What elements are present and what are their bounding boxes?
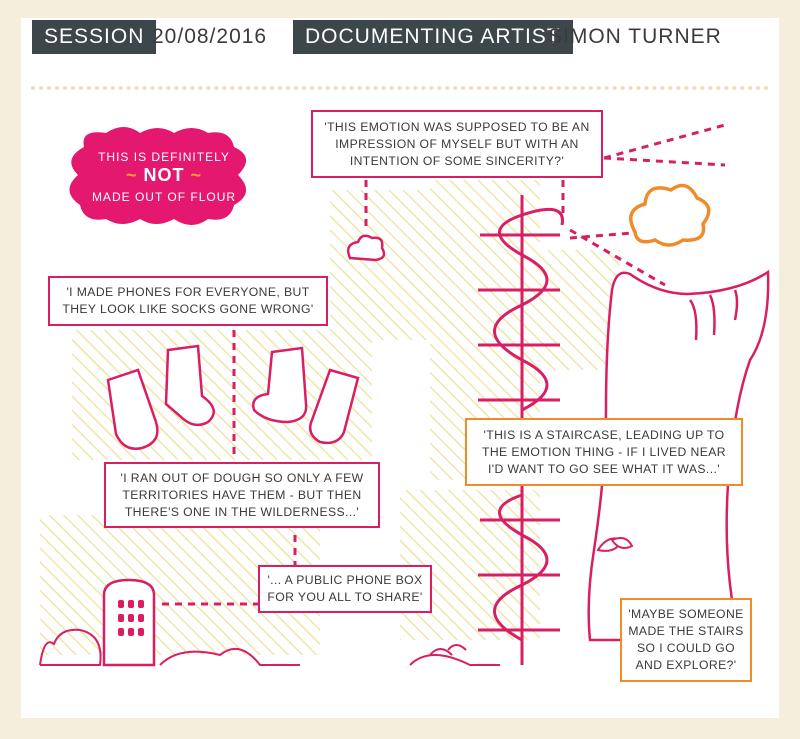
quote-phonebox: '... A PUBLIC PHONE BOX FOR YOU ALL TO S… bbox=[258, 565, 432, 613]
artist-name: SIMON TURNER bbox=[548, 25, 722, 48]
tilde-right-icon: ~ bbox=[190, 165, 203, 185]
quote-dough: 'I RAN OUT OF DOUGH SO ONLY A FEW TERRIT… bbox=[104, 462, 380, 528]
plant-sprout bbox=[596, 537, 634, 552]
sock-phone-3 bbox=[252, 346, 308, 424]
quote-emotion: 'THIS EMOTION WAS SUPPOSED TO BE AN IMPR… bbox=[311, 110, 603, 178]
public-phone-box bbox=[102, 578, 156, 667]
small-cloud-sculpture bbox=[347, 234, 386, 262]
quote-phones: 'I MADE PHONES FOR EVERYONE, BUT THEY LO… bbox=[48, 276, 328, 326]
session-date: 20/08/2016 bbox=[152, 25, 268, 48]
cloud-emphasis: ~ NOT ~ bbox=[84, 165, 244, 186]
quote-staircase: 'THIS IS A STAIRCASE, LEADING UP TO THE … bbox=[465, 418, 743, 486]
header-divider bbox=[31, 86, 769, 90]
cloud-line-2: MADE OUT OF FLOUR bbox=[91, 190, 237, 204]
sock-phone-4 bbox=[309, 368, 360, 445]
role-label: DOCUMENTING ARTIST bbox=[293, 20, 573, 54]
session-label: SESSION bbox=[32, 20, 157, 54]
sock-phone-2 bbox=[164, 344, 215, 427]
cloud-line-1: THIS IS DEFINITELY bbox=[98, 150, 230, 164]
sock-phones bbox=[106, 344, 360, 450]
tilde-left-icon: ~ bbox=[125, 165, 138, 185]
sock-phone-1 bbox=[106, 368, 159, 450]
cloud-emphasis-word: NOT bbox=[143, 165, 185, 185]
quote-explore: 'MAYBE SOMEONE MADE THE STAIRS SO I COUL… bbox=[620, 598, 752, 682]
pink-cloud-badge bbox=[69, 127, 247, 225]
spiral-staircase-lower bbox=[478, 485, 560, 665]
orange-cloud-sculpture bbox=[629, 183, 711, 247]
spiral-staircase-upper bbox=[478, 195, 564, 420]
ground-lines bbox=[39, 628, 500, 666]
